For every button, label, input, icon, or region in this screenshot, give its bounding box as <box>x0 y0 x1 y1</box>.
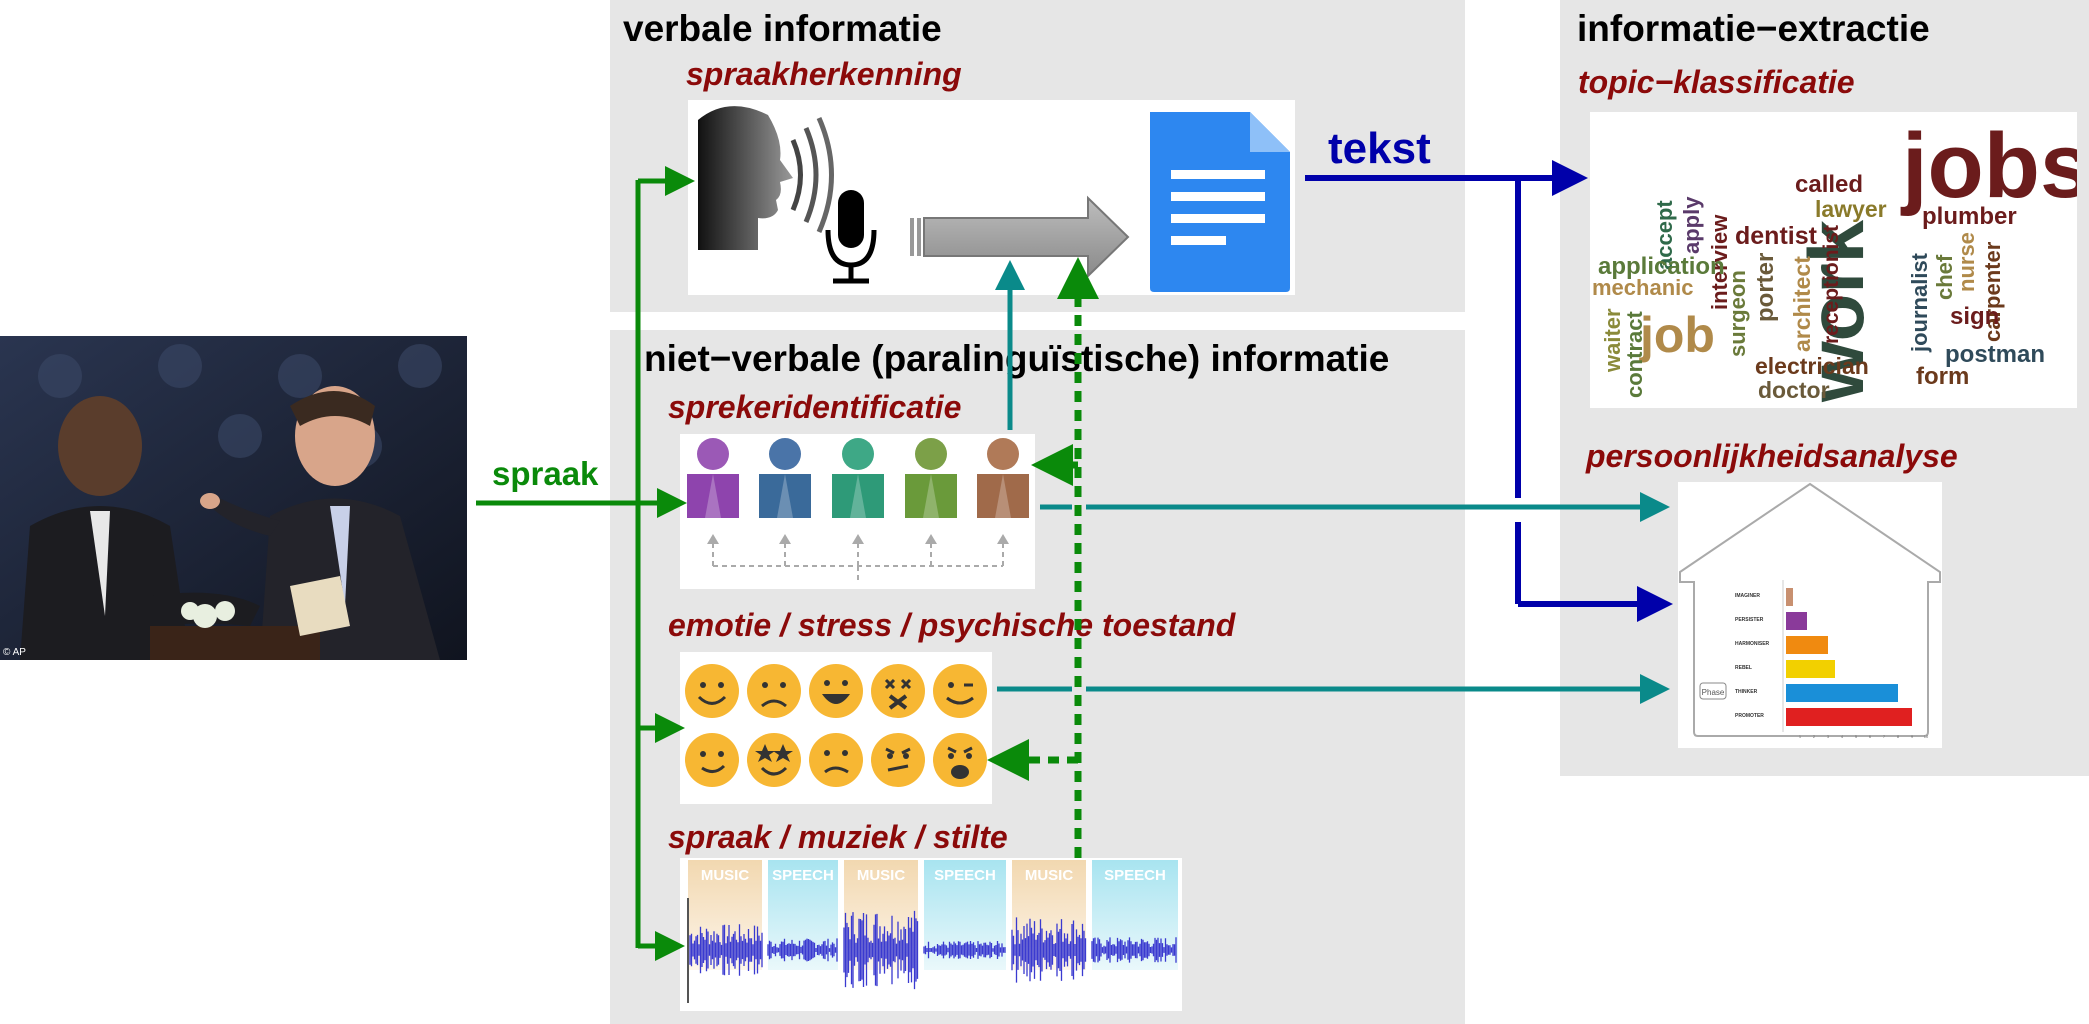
person-icon-green <box>905 438 957 518</box>
audio-waveform <box>689 910 1177 990</box>
segment-label-2: SPEECH <box>772 867 834 884</box>
emoji-wink-icon <box>933 664 987 718</box>
word-waiter: waiter <box>1600 308 1625 373</box>
personality-bar <box>1786 684 1898 702</box>
house-outline <box>1679 482 1941 737</box>
speech-music-label: spraak / muziek / stilte <box>668 819 1008 855</box>
personality-row-label: REBEL <box>1735 665 1752 671</box>
word-interview: interview <box>1707 214 1732 310</box>
phase-label: Phase <box>1702 688 1725 697</box>
personality-row-label: HARMONISER <box>1735 641 1770 647</box>
word-journalist: journalist <box>1907 252 1932 353</box>
word-electrician: electrician <box>1755 353 1869 379</box>
word-architect: architect <box>1789 256 1815 352</box>
segment-label-1: MUSIC <box>701 867 750 884</box>
speaker-id-box <box>680 434 1035 589</box>
speech-label: spraak <box>492 455 599 492</box>
emoji-confused-icon <box>809 733 863 787</box>
segment-label-6: SPEECH <box>1104 867 1166 884</box>
personality-bar <box>1786 660 1835 678</box>
personality-row-label: PROMOTER <box>1735 713 1764 719</box>
process-arrow-icon <box>910 195 1130 279</box>
speaking-head-icon <box>698 106 834 250</box>
personality-row-label: PERSISTER <box>1735 617 1764 623</box>
word-sign: sign <box>1950 303 1999 330</box>
personality-axis-tick: 3 <box>1827 734 1830 739</box>
emoji-shocked-icon <box>933 733 987 787</box>
word-receptionist: receptionist <box>1820 225 1843 344</box>
speech-recognition-box <box>688 100 1295 295</box>
extraction-title: informatie−extractie <box>1577 8 1930 49</box>
speaker-id-label: sprekeridentificatie <box>668 389 962 425</box>
segment-label-3: MUSIC <box>857 867 906 884</box>
personality-axis-tick: 2 <box>1813 734 1816 739</box>
word-jobs: jobs <box>1900 115 2077 217</box>
word-contract: contract <box>1622 311 1647 398</box>
segment-label-4: SPEECH <box>934 867 996 884</box>
word-form: form <box>1916 363 1969 390</box>
word-chef: chef <box>1932 254 1957 300</box>
document-icon <box>1150 112 1290 292</box>
word-porter: porter <box>1752 253 1779 322</box>
verbal-title: verbale informatie <box>623 8 942 49</box>
word-dentist: dentist <box>1735 222 1818 250</box>
emoji-smile-icon <box>685 664 739 718</box>
personality-axis-tick: 4 <box>1841 734 1844 739</box>
person-icon-blue <box>759 438 811 518</box>
photo: © AP <box>0 336 467 660</box>
personality-axis-tick: 10 <box>1924 734 1929 739</box>
personality-row-label: IMAGINER <box>1735 593 1760 599</box>
personality-axis-tick: 6 <box>1869 734 1872 739</box>
word-plumber: plumber <box>1922 203 2017 230</box>
emoji-star-eyes-icon <box>747 733 801 787</box>
emoji-dizzy-icon <box>871 664 925 718</box>
word-carpenter: carpenter <box>1980 241 2005 342</box>
word-called: called <box>1795 171 1863 198</box>
personality-axis-tick: 1 <box>1799 734 1802 739</box>
personality-axis-tick: 7 <box>1883 734 1886 739</box>
word-job: job <box>1639 307 1715 363</box>
nonverbal-title: niet−verbale (paralinguïstische) informa… <box>644 338 1390 379</box>
person-icon-brown <box>977 438 1029 518</box>
person-icon-teal <box>832 438 884 518</box>
word-work: work <box>1792 219 1880 403</box>
word-application: application <box>1598 253 1725 280</box>
photo-credit: © AP <box>3 647 26 658</box>
word-nurse: nurse <box>1954 232 1979 292</box>
emoji-skeptical-icon <box>871 733 925 787</box>
emotion-box <box>680 652 992 804</box>
emoji-sad-icon <box>747 664 801 718</box>
audio-segmentation-box: MUSIC SPEECH MUSIC SPEECH MUSIC SPEECH <box>680 858 1182 1011</box>
word-apply: apply <box>1679 196 1704 254</box>
personality-row-label: THINKER <box>1735 689 1758 695</box>
personality-axis-tick: 5 <box>1855 734 1858 739</box>
personality-bar <box>1786 588 1793 606</box>
emoji-grin-icon <box>809 664 863 718</box>
topic-label: topic−klassificatie <box>1578 64 1855 100</box>
text-label: tekst <box>1328 124 1431 173</box>
segment-label-5: MUSIC <box>1025 867 1074 884</box>
topic-wordcloud-box: jobs work job called lawyer plumber dent… <box>1590 112 2089 408</box>
personality-bar <box>1786 636 1828 654</box>
word-surgeon: surgeon <box>1725 270 1750 357</box>
word-lawyer: lawyer <box>1815 196 1887 222</box>
word-doctor: doctor <box>1758 377 1830 403</box>
speech-recognition-label: spraakherkenning <box>686 56 962 92</box>
microphone-icon <box>825 190 877 284</box>
word-mechanic: mechanic <box>1592 275 1694 300</box>
personality-bar <box>1786 612 1807 630</box>
phase-button <box>1699 682 1727 700</box>
personality-axis-tick: 9 <box>1911 734 1914 739</box>
personality-axis-tick: 8 <box>1897 734 1900 739</box>
word-accept: accept <box>1652 200 1677 270</box>
emotion-label: emotie / stress / psychische toestand <box>668 607 1236 643</box>
personality-bar <box>1786 708 1912 726</box>
person-icon-purple <box>687 438 739 518</box>
emoji-smirk-icon <box>685 733 739 787</box>
personality-label: persoonlijkheidsanalyse <box>1586 438 1958 474</box>
personality-box: Phase IMAGINER PERSISTER HARMONISER REBEL TH… <box>1678 482 1942 748</box>
word-postman: postman <box>1945 341 2045 368</box>
